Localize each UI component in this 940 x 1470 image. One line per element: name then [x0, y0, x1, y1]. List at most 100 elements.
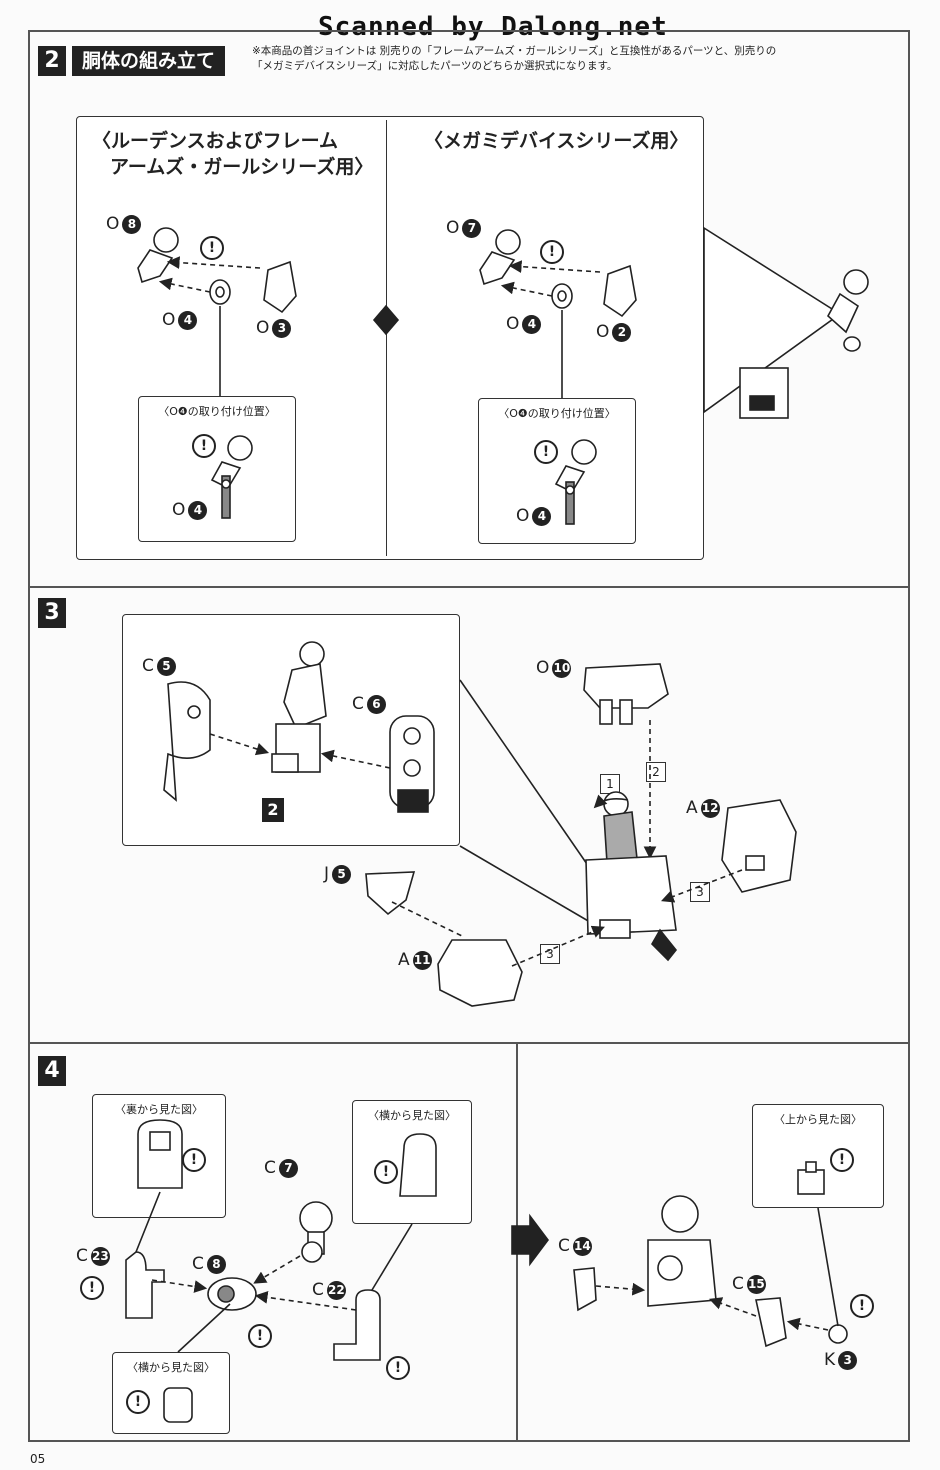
step2-note-line2: 「メガミデバイスシリーズ」に対応したパーツのどちらか選択式になります。 [252, 60, 618, 72]
part-letter: O [446, 218, 460, 238]
part-letter: C [192, 1254, 204, 1274]
section-divider-4 [28, 1042, 910, 1044]
ball-stud-part-c7 [299, 1201, 333, 1263]
callout-leader [177, 1303, 231, 1353]
step2-left-heading: 〈ルーデンスおよびフレーム アームズ・ガールシリーズ用〉 [92, 128, 373, 180]
warning-icon: ! [248, 1324, 272, 1348]
part-letter: O [162, 310, 176, 330]
part-number: 4 [178, 310, 198, 330]
order-marker-2: 2 [646, 762, 666, 782]
chest-plate-part-a11 [437, 939, 523, 1007]
part-number: 14 [572, 1236, 592, 1256]
step2-title: 胴体の組み立て [72, 46, 226, 76]
warning-icon: ! [192, 434, 216, 458]
part-letter: C [142, 656, 154, 676]
assembly-arrow [661, 869, 743, 903]
watermark-text: Scanned by Dalong.net [318, 12, 668, 42]
view-back-title: 〈裏から見た図〉 [115, 1103, 203, 1116]
head-mount-assembly [647, 1195, 717, 1307]
step2-left-heading-line2: アームズ・ガールシリーズ用〉 [110, 156, 374, 178]
part-number: 5 [332, 864, 352, 884]
bracket-part-c15 [755, 1297, 787, 1348]
part-letter: O [256, 318, 270, 338]
step2-number: 2 [38, 46, 66, 76]
warning-icon: ! [534, 440, 558, 464]
warning-icon: ! [374, 1160, 398, 1184]
view-top-title: 〈上から見た図〉 [774, 1113, 862, 1126]
part-number: 3 [838, 1350, 858, 1370]
next-step-arrow-icon [511, 1213, 549, 1267]
part-number: 5 [156, 656, 176, 676]
step2-left-heading-line1: 〈ルーデンスおよびフレーム [92, 130, 339, 152]
warning-icon: ! [386, 1356, 410, 1380]
side-view-illustration [399, 1133, 437, 1197]
assembly-arrow [595, 1282, 646, 1296]
neck-joint-part-o7 [479, 229, 521, 286]
torso-part-c5 [163, 681, 211, 802]
step-ref-2: 2 [262, 798, 284, 822]
part-number: 8 [206, 1254, 226, 1274]
assembly-arrow [158, 277, 211, 293]
back-part-a12 [721, 799, 797, 893]
part-number: 15 [746, 1274, 766, 1294]
assembly-arrow [511, 925, 605, 967]
cap-part-k3 [828, 1324, 848, 1344]
zoom-callout-wedge [703, 226, 842, 414]
mount-part-c23 [125, 1251, 165, 1319]
callout-leader [459, 845, 591, 923]
part-number: 23 [90, 1246, 110, 1266]
part-number: 4 [522, 314, 542, 334]
section-divider-3 [28, 586, 910, 588]
part-letter: K [824, 1350, 836, 1370]
callout-left-illustration [210, 435, 253, 519]
callout-left: 〈O❹の取り付け位置〉 [138, 396, 296, 542]
page-number: 05 [30, 1452, 46, 1466]
callout-left-title: 〈O❹の取り付け位置〉 [158, 405, 276, 418]
page-frame [28, 30, 910, 1442]
assembly-arrow [500, 281, 553, 297]
part-letter: C [76, 1246, 88, 1266]
part-letter: O [536, 658, 550, 678]
warning-icon: ! [80, 1276, 104, 1300]
warning-icon: ! [200, 236, 224, 260]
part-number: 4 [188, 500, 208, 520]
part-letter: O [506, 314, 520, 334]
assembly-arrow [508, 260, 601, 274]
part-number: 3 [272, 318, 292, 338]
assembly-line [391, 901, 463, 937]
part-number: 7 [278, 1158, 298, 1178]
part-number: 22 [326, 1280, 346, 1300]
callout-right-illustration [554, 439, 597, 525]
assembly-arrow [253, 1255, 301, 1284]
warning-icon: ! [830, 1148, 854, 1172]
part-letter: C [352, 694, 364, 714]
assembly-arrow [209, 733, 270, 756]
part-letter: O [172, 500, 186, 520]
or-diamond-icon [372, 304, 400, 336]
step2-note-line1: ※本商品の首ジョイントは 別売りの「フレームアームズ・ガールシリーズ」と互換性が… [252, 45, 777, 57]
part-number: 7 [462, 218, 482, 238]
part-letter: O [106, 214, 120, 234]
cover-part-o3 [263, 260, 297, 314]
part-number: 8 [122, 214, 142, 234]
view-side-title: 〈横から見た図〉 [368, 1109, 456, 1122]
callout-leader [459, 679, 599, 881]
bracket-part-c14 [573, 1267, 597, 1312]
callout-leader [817, 1207, 839, 1327]
view-side2-title: 〈横から見た図〉 [127, 1361, 215, 1374]
ring-part-o4 [551, 283, 573, 309]
part-number: 10 [552, 658, 572, 678]
part-letter: O [516, 506, 530, 526]
ring-part-o4 [209, 279, 231, 305]
assembly-arrow [254, 1291, 357, 1311]
